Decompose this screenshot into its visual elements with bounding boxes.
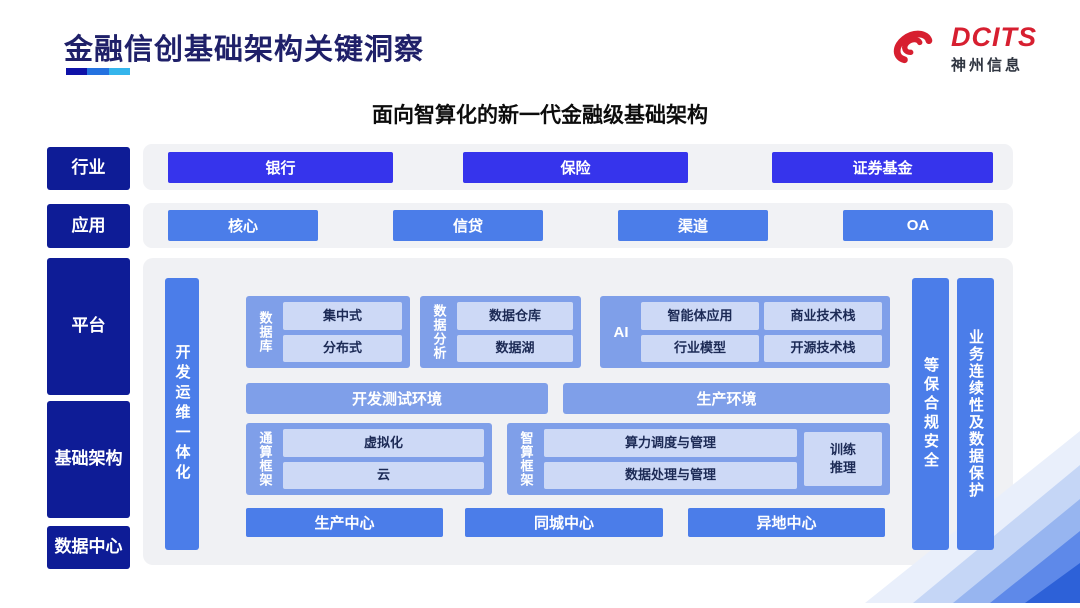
group-analytics-items: 数据仓库 数据湖 bbox=[457, 302, 573, 362]
chip-centralized: 集中式 bbox=[283, 302, 402, 330]
group-general-framework: 通算框架 虚拟化 云 bbox=[246, 423, 492, 495]
chip-compute-scheduling: 算力调度与管理 bbox=[544, 429, 797, 457]
underline-segment-dark bbox=[66, 68, 88, 75]
platform-container: 开发运维一体化 等保合规安全 业务连续性及数据保护 数据库 集中式 分布式 数据… bbox=[143, 258, 1013, 565]
chip-cloud: 云 bbox=[283, 461, 484, 489]
center-production: 生产中心 bbox=[246, 508, 443, 537]
chip-distributed: 分布式 bbox=[283, 334, 402, 362]
chip-data-lake: 数据湖 bbox=[457, 334, 573, 362]
page-title: 金融信创基础架构关键洞察 bbox=[64, 34, 425, 66]
company-logo: DCITS 神州信息 bbox=[888, 20, 1037, 79]
side-label-industry: 行业 bbox=[47, 147, 130, 190]
group-ai-label: AI bbox=[613, 323, 629, 341]
group-database-label: 数据库 bbox=[257, 311, 273, 353]
chip-agent-app: 智能体应用 bbox=[641, 302, 759, 330]
group-intelligent-framework-label: 智算框架 bbox=[518, 431, 534, 487]
chip-training-line: 训练 bbox=[829, 442, 856, 458]
side-label-infrastructure: 基础架构 bbox=[47, 401, 130, 518]
application-item-core: 核心 bbox=[168, 210, 318, 241]
application-item-oa: OA bbox=[843, 210, 993, 241]
application-item-channel: 渠道 bbox=[618, 210, 768, 241]
underline-segment-mid bbox=[87, 68, 109, 75]
group-ai-items: 智能体应用 商业技术栈 行业模型 开源技术栈 bbox=[641, 302, 882, 362]
logo-text: DCITS 神州信息 bbox=[951, 24, 1037, 75]
group-intelligent-framework: 智算框架 算力调度与管理 数据处理与管理 训练 推理 bbox=[507, 423, 890, 495]
devops-vertical-bar: 开发运维一体化 bbox=[165, 278, 199, 550]
chip-training-inference: 训练 推理 bbox=[804, 432, 882, 486]
group-ai: AI 智能体应用 商业技术栈 行业模型 开源技术栈 bbox=[600, 296, 890, 368]
application-item-credit: 信贷 bbox=[393, 210, 543, 241]
dcits-swirl-icon bbox=[888, 20, 942, 79]
continuity-vertical-bar: 业务连续性及数据保护 bbox=[957, 278, 994, 550]
side-label-platform: 平台 bbox=[47, 258, 130, 395]
chip-industry-model: 行业模型 bbox=[641, 334, 759, 362]
logo-brand: DCITS bbox=[951, 22, 1037, 52]
group-database: 数据库 集中式 分布式 bbox=[246, 296, 410, 368]
chip-data-processing: 数据处理与管理 bbox=[544, 461, 797, 489]
industry-item-bank: 银行 bbox=[168, 152, 393, 183]
chip-data-warehouse: 数据仓库 bbox=[457, 302, 573, 330]
chip-inference-line: 推理 bbox=[829, 460, 856, 475]
side-label-application: 应用 bbox=[47, 204, 130, 248]
group-analytics: 数据分析 数据仓库 数据湖 bbox=[420, 296, 581, 368]
group-analytics-label: 数据分析 bbox=[431, 304, 447, 360]
center-remote: 异地中心 bbox=[688, 508, 885, 537]
group-general-framework-items: 虚拟化 云 bbox=[283, 429, 484, 489]
industry-item-securities: 证券基金 bbox=[772, 152, 993, 183]
underline-segment-light bbox=[108, 68, 130, 75]
side-label-datacenter: 数据中心 bbox=[47, 526, 130, 569]
env-production: 生产环境 bbox=[563, 383, 890, 414]
chip-virtualization: 虚拟化 bbox=[283, 429, 484, 457]
logo-company-name: 神州信息 bbox=[951, 57, 1024, 74]
diagram-title: 面向智算化的新一代金融级基础架构 bbox=[372, 104, 708, 127]
title-underline bbox=[66, 68, 130, 75]
center-same-city: 同城中心 bbox=[465, 508, 663, 537]
security-vertical-bar: 等保合规安全 bbox=[912, 278, 949, 550]
group-intelligent-framework-items: 算力调度与管理 数据处理与管理 bbox=[544, 429, 797, 489]
chip-open-source-stack: 开源技术栈 bbox=[764, 334, 882, 362]
group-general-framework-label: 通算框架 bbox=[257, 431, 273, 487]
chip-commercial-stack: 商业技术栈 bbox=[764, 302, 882, 330]
group-database-items: 集中式 分布式 bbox=[283, 302, 402, 362]
industry-item-insurance: 保险 bbox=[463, 152, 688, 183]
env-dev-test: 开发测试环境 bbox=[246, 383, 548, 414]
